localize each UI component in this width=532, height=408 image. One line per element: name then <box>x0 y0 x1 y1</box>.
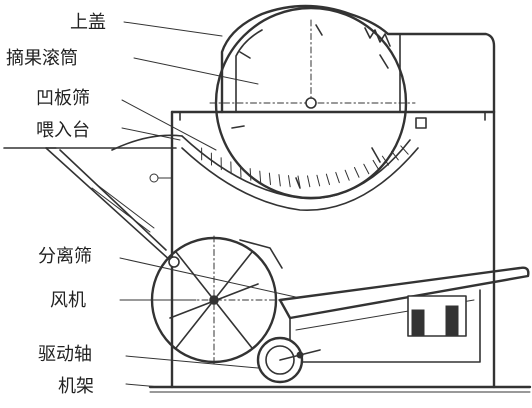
picking-drum <box>209 6 427 200</box>
screen-hatch-mark <box>249 168 252 181</box>
screen-hatch-mark <box>391 150 399 161</box>
screen-hatch-mark <box>363 163 370 175</box>
screen-hatch-mark <box>240 165 242 178</box>
label-feeding-table: 喂入台 <box>36 120 90 141</box>
label-picking-drum: 摘果滚筒 <box>6 48 78 69</box>
screen-hatch-mark <box>297 175 301 188</box>
screen-hatch-mark <box>278 174 281 187</box>
screen-hatch-mark <box>344 169 350 181</box>
label-concave-screen: 凹板筛 <box>36 88 90 109</box>
leader-lines <box>119 21 301 388</box>
screen-hatch-mark <box>354 167 360 178</box>
label-frame: 机架 <box>58 376 94 397</box>
label-top-cover: 上盖 <box>70 12 106 33</box>
screen-hatch-mark <box>316 174 321 187</box>
screen-hatch-mark <box>400 145 409 155</box>
label-fan: 风机 <box>50 290 86 311</box>
screen-hatch-mark <box>268 172 271 186</box>
machine-frame <box>148 110 532 393</box>
screen-hatch-mark <box>372 159 380 171</box>
label-drive-shaft: 驱动轴 <box>38 344 92 365</box>
separating-screen <box>278 266 530 363</box>
feeding-table <box>3 134 183 268</box>
label-separating-screen: 分离筛 <box>38 246 92 267</box>
screen-hatch-mark <box>259 170 262 184</box>
screen-hatch-mark <box>335 171 340 184</box>
concave-screen <box>181 135 419 211</box>
screen-hatch-mark <box>287 175 291 188</box>
screen-hatch-mark <box>381 155 389 166</box>
labels: 上盖 摘果滚筒 凹板筛 喂入台 分离筛 风机 驱动轴 机架 <box>6 12 106 397</box>
drive-shaft <box>256 336 321 384</box>
screen-hatch-mark <box>325 173 330 186</box>
screen-hatch-mark <box>306 175 311 188</box>
